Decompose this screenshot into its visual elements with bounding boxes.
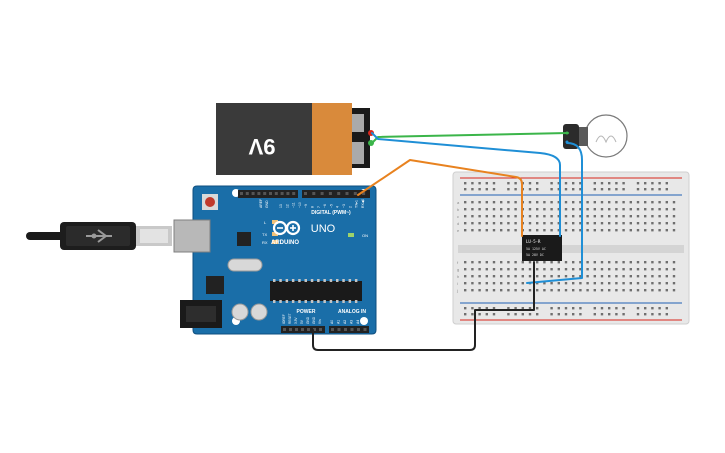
arduino-logo — [272, 220, 301, 236]
power-pin-label: RESET — [288, 313, 292, 324]
analog-pin-label: A2 — [343, 320, 347, 324]
arduino-brand: ARDUINO — [271, 240, 299, 246]
digital-pin-label: RX◀0 — [361, 199, 365, 208]
digital-label: DIGITAL (PWM~) — [311, 210, 351, 216]
on-label: ON — [362, 233, 368, 238]
wire-blue-bulb[interactable] — [526, 142, 583, 284]
row-label: h — [457, 274, 459, 279]
led-label-rx: RX — [262, 240, 268, 245]
digital-pin-label: 4 — [336, 206, 340, 208]
gnd-label: GND — [265, 200, 269, 208]
row-label: c — [457, 214, 459, 219]
digital-pin-label: 12 — [285, 204, 289, 208]
wire-black[interactable] — [312, 261, 535, 351]
relay-line1: LU-5-R — [526, 239, 541, 244]
relay-line3: 5A 28V DC — [526, 253, 544, 257]
digital-pin-label: ~10 — [298, 202, 302, 208]
wire-orange[interactable] — [357, 159, 523, 237]
power-pin-label: 5V — [300, 319, 304, 324]
power-pin-label: Vin — [318, 319, 322, 324]
light-bulb[interactable] — [563, 114, 628, 158]
digital-pin-label: ~5 — [329, 204, 333, 208]
analog-pin-label: A1 — [337, 320, 341, 324]
digital-pin-label: ~9 — [304, 204, 308, 208]
digital-pin-label: ~11 — [292, 202, 296, 208]
arduino-model: UNO — [311, 223, 336, 235]
analog-label: ANALOG IN — [338, 309, 366, 315]
digital-pin-label: 2 — [348, 206, 352, 208]
power-pin-label: GND — [312, 316, 316, 324]
digital-pin-label: ~6 — [323, 204, 327, 208]
digital-pin-label: 7 — [317, 206, 321, 208]
wire-green[interactable] — [371, 132, 569, 144]
led-label-tx: TX — [262, 232, 267, 237]
power-pin-label: 3.3V — [294, 317, 298, 324]
relay[interactable]: LU-5-R 5A 125V AC 5A 28V DC — [522, 235, 562, 261]
digital-pin-label: 13 — [279, 204, 283, 208]
row-label: b — [457, 207, 460, 212]
usb-cable[interactable] — [26, 222, 172, 250]
row-label: a — [457, 200, 460, 205]
digital-pin-label: ~3 — [342, 204, 346, 208]
arduino-uno[interactable]: ARDUINO UNO DIGITAL (PWM~) POWER ANALOG … — [173, 185, 377, 335]
row-label: g — [457, 267, 459, 272]
wire-blue-battery[interactable] — [371, 132, 561, 237]
battery-label: 9V — [248, 134, 275, 159]
power-label: POWER — [297, 309, 316, 315]
battery-9v[interactable]: 9V — [216, 103, 374, 175]
led-label-l: L — [264, 220, 267, 225]
digital-pin-label: 8 — [311, 206, 315, 208]
relay-line2: 5A 125V AC — [526, 247, 546, 251]
row-label: j — [456, 288, 458, 293]
analog-pin-label: A5 — [363, 320, 367, 324]
row-label: d — [457, 221, 459, 226]
row-label: e — [457, 228, 460, 233]
power-pin-label: GND — [306, 316, 310, 324]
row-label: f — [457, 260, 459, 265]
analog-pin-label: A4 — [356, 320, 360, 324]
aref-label: AREF — [259, 199, 263, 208]
analog-pin-label: A0 — [330, 320, 334, 324]
digital-pin-label: TX▸1 — [355, 200, 359, 208]
row-label: i — [457, 281, 458, 286]
analog-pin-label: A3 — [350, 320, 354, 324]
power-pin-label: IOREF — [282, 314, 286, 324]
